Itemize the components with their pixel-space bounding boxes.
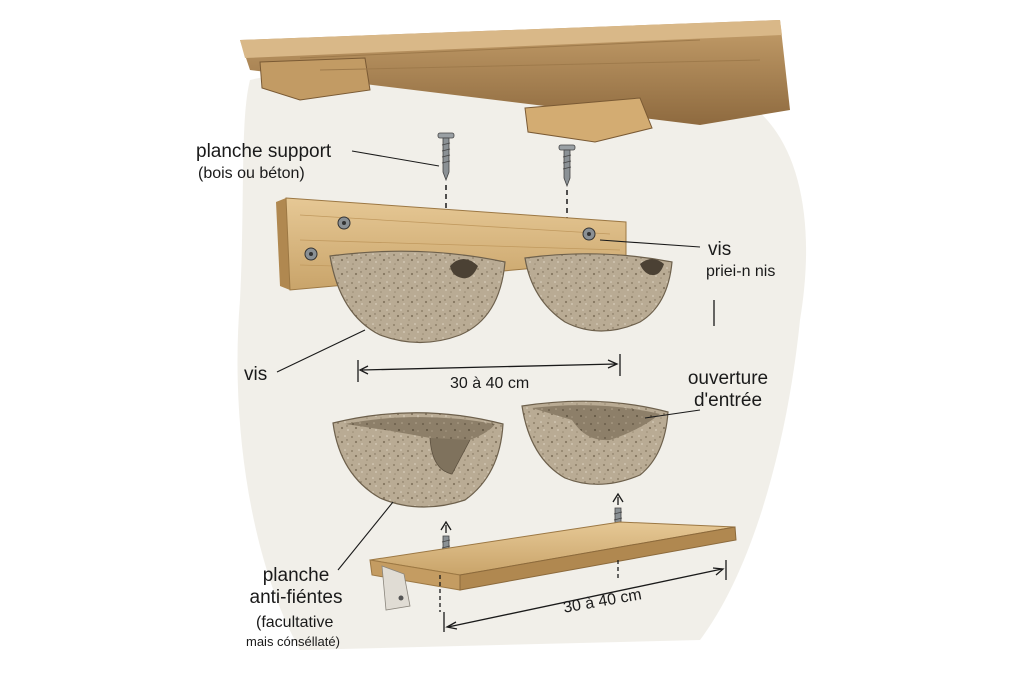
label-support-board-note: (bois ou béton) — [198, 165, 305, 182]
label-dropping-board-line1: planche — [262, 565, 330, 586]
dropping-board — [369, 521, 737, 612]
label-dropping-board-note: (facultative — [256, 614, 334, 631]
label-dropping-board: planche anti-fiéntes — [234, 565, 358, 609]
mounted-nest-right — [524, 253, 673, 332]
loose-nest-left — [332, 412, 504, 508]
roof-beam — [240, 20, 790, 143]
label-entrance-line1: ouverture — [687, 368, 769, 389]
label-dimension-top: 30 à 40 cm — [450, 375, 530, 392]
label-screws-left: vis — [244, 364, 268, 385]
label-entrance: ouverture d'entrée — [680, 368, 776, 412]
dimension-line-bottom — [443, 560, 727, 632]
label-screws-right-sub: priei-n nis — [706, 263, 776, 280]
loose-nest-right — [521, 400, 669, 485]
label-dropping-board-line2: anti-fiéntes — [249, 586, 343, 608]
label-dropping-board-note-2: mais cónséllaté) — [246, 634, 340, 649]
label-screws-right: vis — [708, 239, 732, 260]
top-screw-left — [437, 132, 455, 244]
dimension-line-top — [357, 354, 621, 382]
mounted-nest-left — [329, 250, 506, 344]
label-entrance-line2: d'entrée — [693, 389, 763, 411]
leader-lines — [276, 150, 715, 571]
label-support-board: planche support — [196, 141, 332, 162]
